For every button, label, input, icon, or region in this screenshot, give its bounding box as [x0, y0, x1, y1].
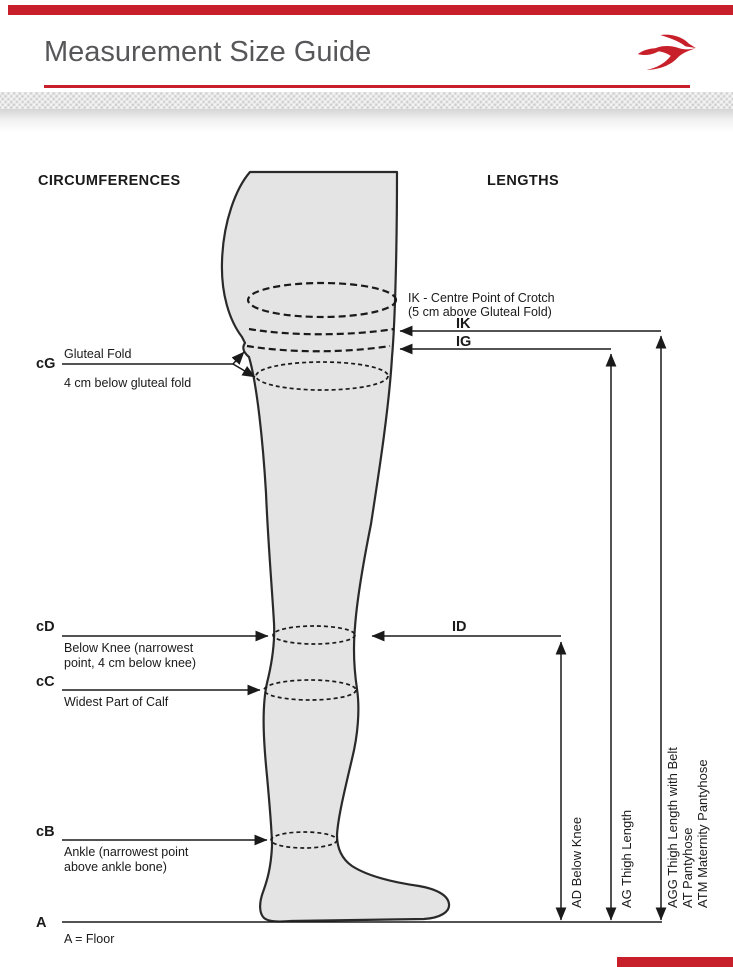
cg-label-line1: Gluteal Fold: [64, 347, 131, 361]
brand-bird-logo: [637, 34, 696, 70]
texture-band: [0, 92, 733, 109]
thigh-circumference-ellipse: [255, 361, 389, 391]
ankle-circumference-ellipse: [270, 831, 338, 849]
ik-note-line2: (5 cm above Gluteal Fold): [408, 305, 552, 319]
cg-label-line2: 4 cm below gluteal fold: [64, 376, 191, 390]
leg-measurement-diagram: CIRCUMFERENCES LENGTHS cG Gluteal Fold 4…: [36, 170, 710, 946]
ik-note-line1: IK - Centre Point of Crotch: [408, 291, 555, 305]
cb-label-line1: Ankle (narrowest point: [64, 845, 189, 859]
bird-upper-wing: [660, 34, 696, 49]
gluteal-fold-line-dashes: [246, 344, 391, 353]
cc-label: Widest Part of Calf: [64, 695, 169, 709]
lengths-heading: LENGTHS: [487, 173, 559, 189]
ig-label: IG: [456, 334, 471, 350]
crotch-line-dashes: [248, 327, 395, 336]
leg-outline: [220, 170, 451, 923]
page-title: Measurement Size Guide: [44, 36, 372, 68]
cg-arrow-gluteal-fold: [231, 351, 245, 365]
hip-circumference-dashes: [246, 281, 398, 319]
cd-code-label: cD: [36, 619, 55, 635]
ag-label: AG Thigh Length: [619, 810, 634, 908]
below-knee-circumference-ellipse: [272, 625, 356, 645]
bottom-red-bar: [617, 957, 733, 967]
texture-fade-band: [0, 109, 733, 132]
top-red-bar: [8, 5, 733, 15]
cb-label-line2: above ankle bone): [64, 860, 167, 874]
cc-code-label: cC: [36, 674, 55, 690]
atm-label: ATM Maternity Pantyhose: [695, 759, 710, 908]
floor-label: A = Floor: [64, 932, 114, 946]
bird-body: [646, 45, 696, 70]
bird-back-wing: [637, 48, 663, 56]
cd-label-line1: Below Knee (narrowest: [64, 641, 194, 655]
cg-code-label: cG: [36, 356, 55, 372]
agg-label: AGG Thigh Length with Belt: [665, 747, 680, 908]
ik-label: IK: [456, 316, 471, 332]
ad-label: AD Below Knee: [569, 817, 584, 908]
floor-code-label: A: [36, 915, 47, 931]
cb-code-label: cB: [36, 824, 55, 840]
title-underline: [44, 85, 690, 88]
cd-label-line2: point, 4 cm below knee): [64, 656, 196, 670]
cg-arrow-below-gluteal: [232, 363, 256, 378]
id-label: ID: [452, 619, 467, 635]
calf-circumference-ellipse: [263, 679, 357, 701]
at-label: AT Pantyhose: [680, 828, 695, 908]
circumferences-heading: CIRCUMFERENCES: [38, 173, 181, 189]
